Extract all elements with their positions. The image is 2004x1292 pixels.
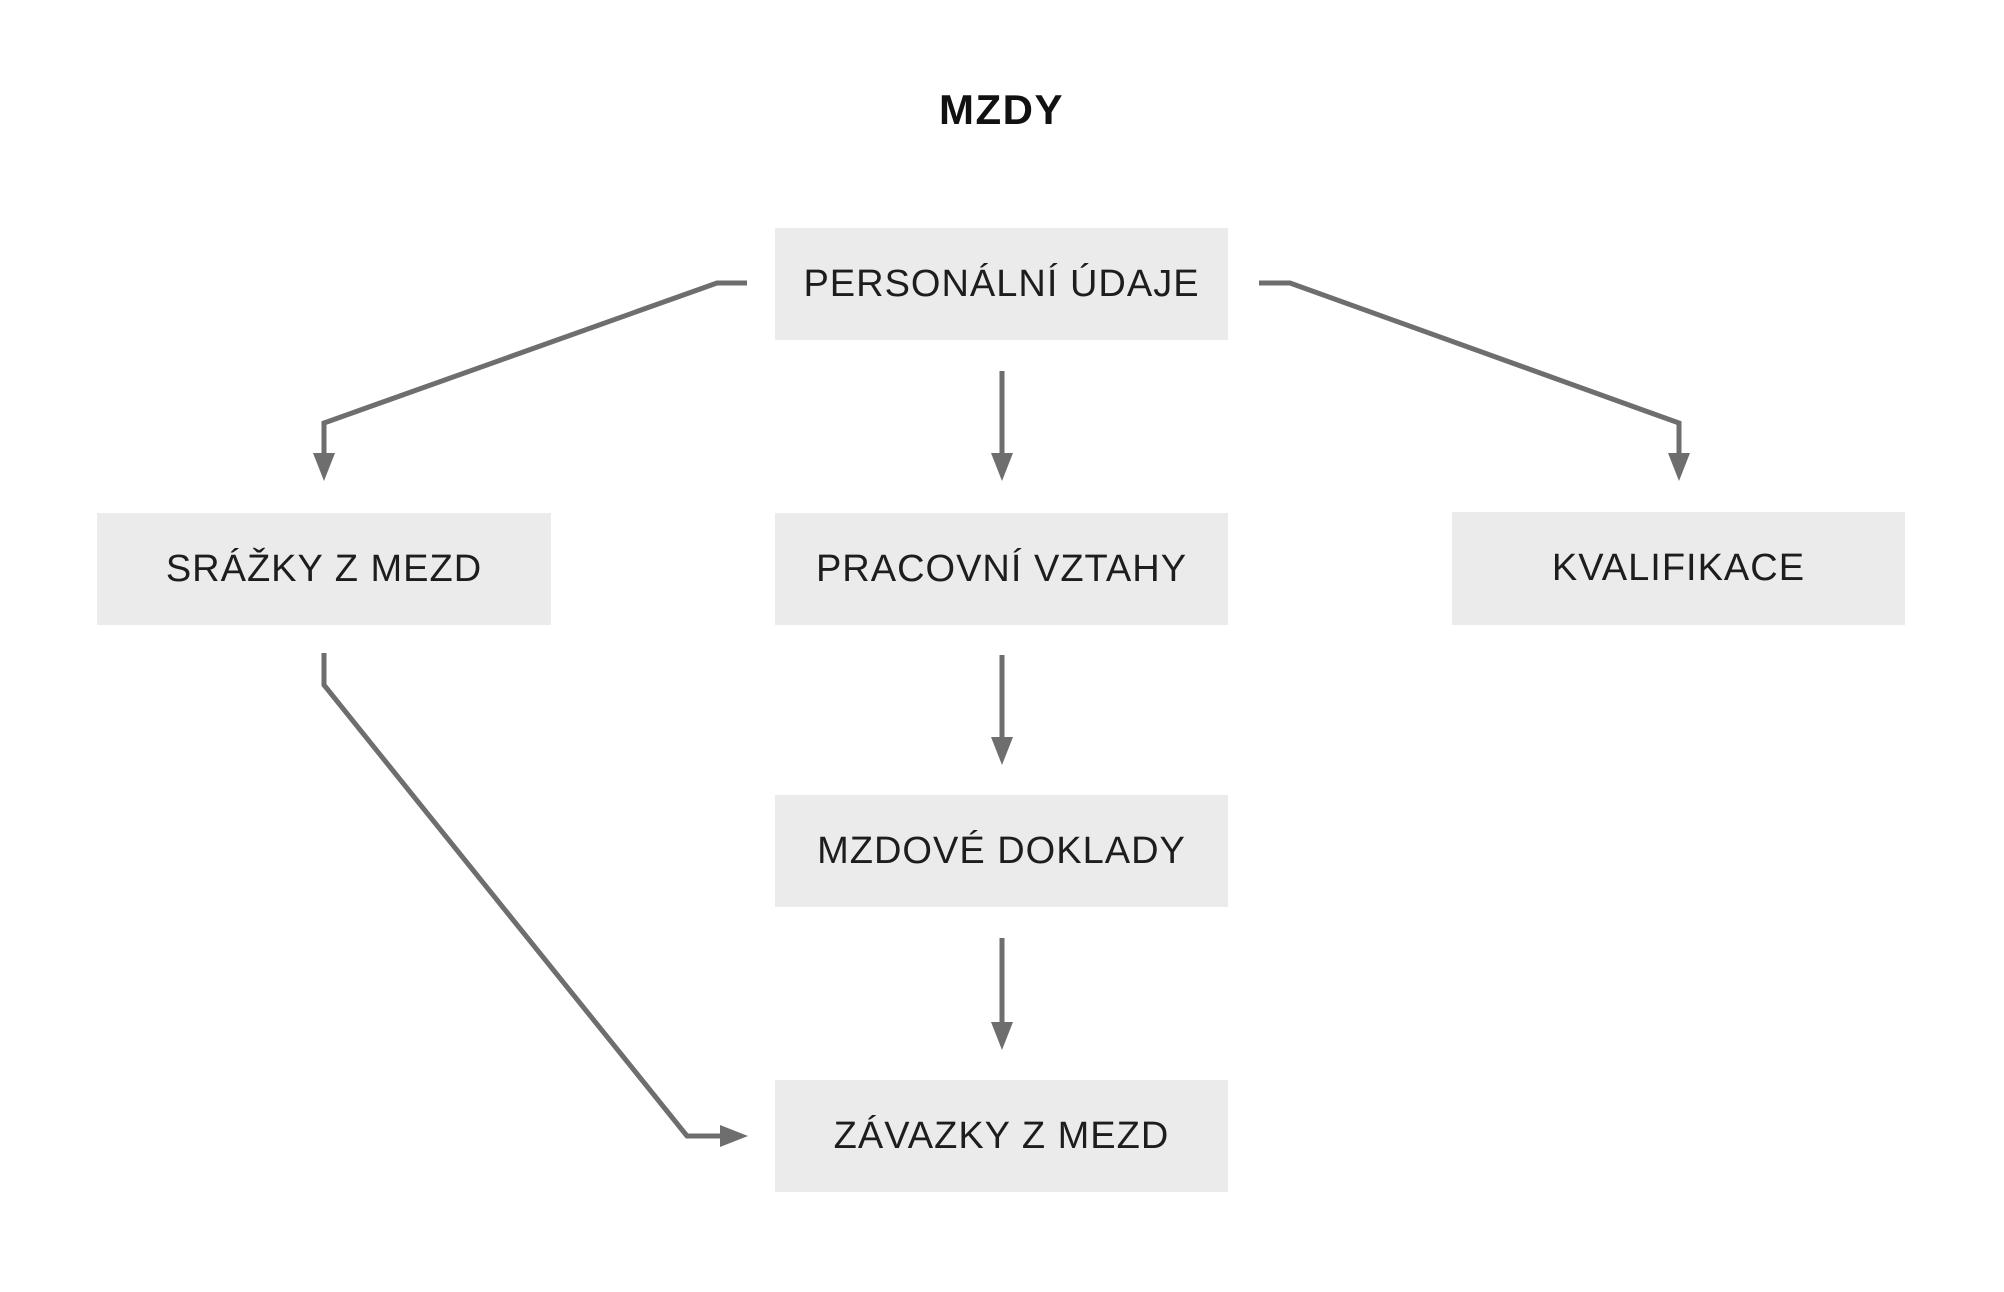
edge-srazky-z-mezd-to-zavazky-z-mezd <box>321 653 748 1147</box>
node-srazky-z-mezd: SRÁŽKY Z MEZD <box>97 513 551 625</box>
node-label: PRACOVNÍ VZTAHY <box>815 547 1188 590</box>
node-mzdove-doklady: MZDOVÉ DOKLADY <box>775 795 1228 907</box>
node-pracovni-vztahy: PRACOVNÍ VZTAHY <box>775 513 1228 625</box>
node-label: MZDOVÉ DOKLADY <box>817 829 1186 872</box>
node-zavazky-z-mezd: ZÁVAZKY Z MEZD <box>775 1080 1228 1192</box>
edge-personalni-udaje-to-kvalifikace <box>1259 280 1690 481</box>
node-label: PERSONÁLNÍ ÚDAJE <box>803 262 1200 305</box>
node-label: ZÁVAZKY Z MEZD <box>833 1114 1170 1157</box>
diagram-title: MZDY <box>939 86 1064 133</box>
node-kvalifikace: KVALIFIKACE <box>1452 512 1905 625</box>
edge-personalni-udaje-to-srazky-z-mezd <box>313 280 747 481</box>
node-label: SRÁŽKY Z MEZD <box>165 547 483 590</box>
node-label: KVALIFIKACE <box>1551 547 1806 589</box>
node-personalni-udaje: PERSONÁLNÍ ÚDAJE <box>775 228 1228 340</box>
